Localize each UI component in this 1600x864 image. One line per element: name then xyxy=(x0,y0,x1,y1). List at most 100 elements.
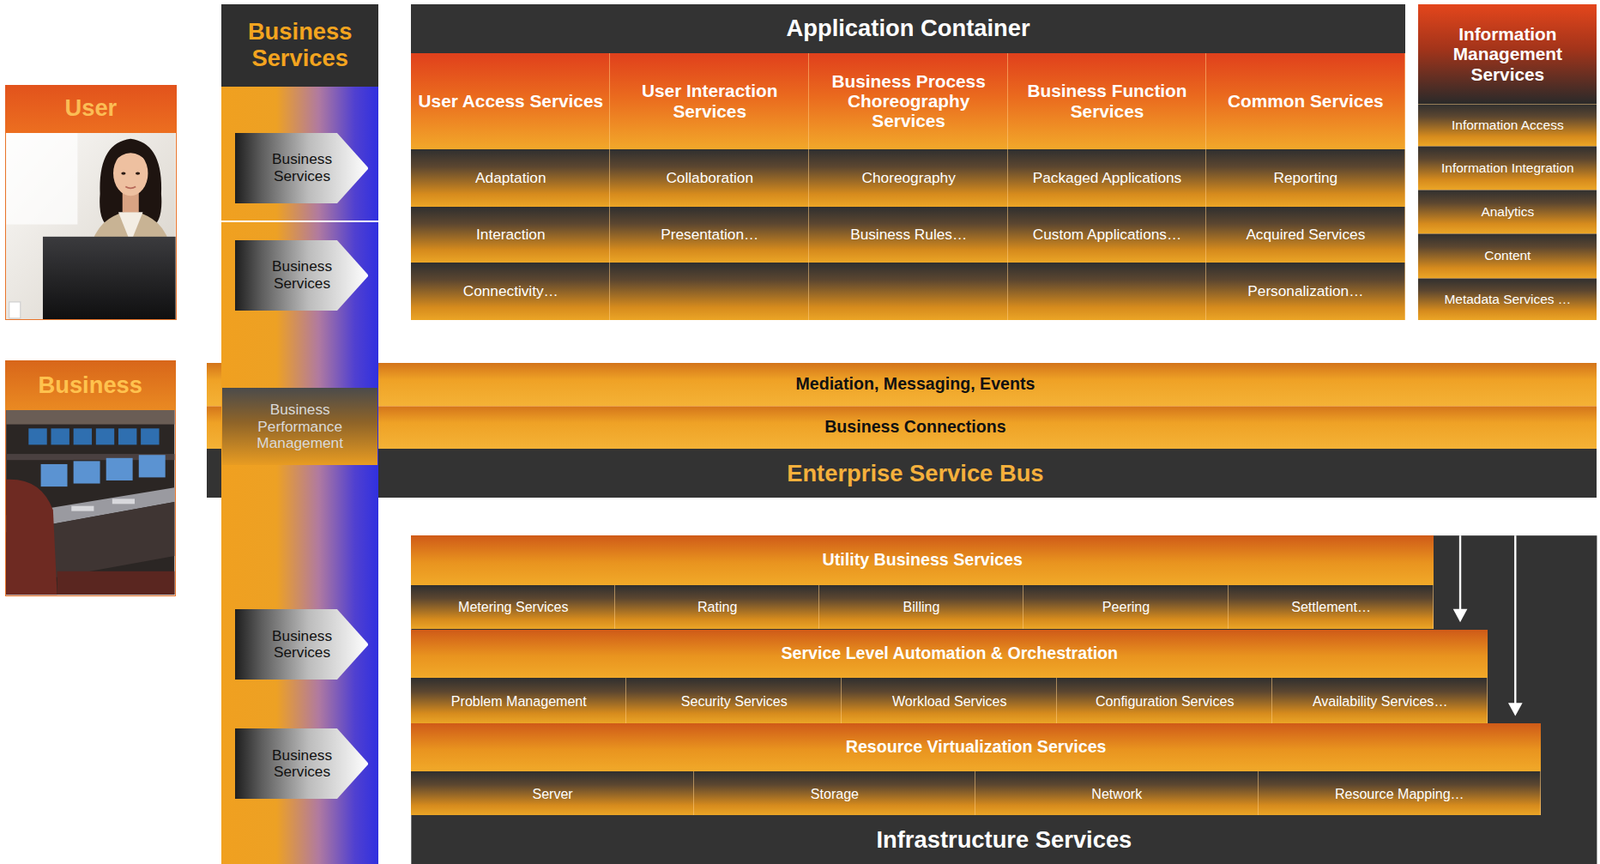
arrow-body xyxy=(235,132,369,204)
arrow-body xyxy=(235,609,369,680)
service-group: User Interaction ServicesCollaborationPr… xyxy=(609,53,810,321)
label-area: Resource Virtualization Services xyxy=(410,723,1541,772)
service-cell: Presentation… xyxy=(609,206,810,262)
label-area: Workload Services xyxy=(841,677,1057,725)
service-cell: Interaction xyxy=(410,206,610,262)
node-label: Adaptation xyxy=(475,169,546,187)
node-label: Connectivity… xyxy=(463,283,559,300)
label-area: Billing xyxy=(819,585,1024,629)
service-cell: Peering xyxy=(1023,585,1229,629)
monitor xyxy=(42,236,176,320)
service-cell: Metering Services xyxy=(410,585,616,629)
service-cell: Collaboration xyxy=(609,149,810,208)
service-cell: Adaptation xyxy=(410,149,610,208)
service-arrow: Business Services xyxy=(235,728,369,799)
label-area: Interaction xyxy=(410,206,610,262)
service-cell: Resource Mapping… xyxy=(1258,771,1541,816)
node-label: Choreography xyxy=(862,169,956,187)
node-label: Business Services xyxy=(255,258,350,292)
service-group: Business Function ServicesPackaged Appli… xyxy=(1008,53,1207,321)
node-label: Workload Services xyxy=(892,693,1007,709)
label-area: Reporting xyxy=(1206,149,1406,208)
label-area: Business Process Choreography Services xyxy=(809,53,1009,150)
empty-cell xyxy=(1008,262,1207,321)
label-area: Security Services xyxy=(626,677,842,725)
service-cell: Information Integration xyxy=(1418,145,1597,190)
node-label: Packaged Applications xyxy=(1032,169,1182,187)
service-arrow: Business Services xyxy=(235,132,369,204)
label-area: Metadata Services … xyxy=(1418,277,1597,321)
label-area: Mediation, Messaging, Events xyxy=(233,362,1597,406)
photo-ground xyxy=(6,132,176,320)
node-label: Resource Mapping… xyxy=(1334,785,1465,802)
label-area: Storage xyxy=(694,771,976,816)
node-label: Information Access xyxy=(1451,117,1564,133)
label-area: Rating xyxy=(615,585,820,629)
label-area: User Access Services xyxy=(410,53,610,150)
label-area: Presentation… xyxy=(609,206,810,262)
service-cell: Personalization… xyxy=(1206,262,1406,321)
service-cell: Availability Services… xyxy=(1272,677,1488,725)
arrow-body xyxy=(235,240,369,311)
service-cell: Security Services xyxy=(626,677,842,725)
service-cell: Connectivity… xyxy=(410,262,610,321)
node-label: Business Services xyxy=(255,150,350,185)
eye xyxy=(120,171,126,175)
service-cell: Choreography xyxy=(809,149,1009,208)
label-area: Business Performance Management xyxy=(222,387,378,465)
service-group: User Access ServicesAdaptationInteractio… xyxy=(410,53,610,321)
service-cell: Server xyxy=(410,771,694,816)
service-cell: Packaged Applications xyxy=(1008,149,1207,208)
label-area: Configuration Services xyxy=(1056,677,1273,725)
label-area: Business Rules… xyxy=(809,206,1009,262)
label-area: Settlement… xyxy=(1228,585,1434,629)
label-area: Business Services xyxy=(221,4,379,87)
node-label: Presentation… xyxy=(660,226,759,243)
label-area: Personalization… xyxy=(1206,262,1406,321)
label-area: Business Services xyxy=(251,728,354,799)
service-cell: Analytics xyxy=(1418,189,1597,234)
label-area: Business Services xyxy=(251,132,354,204)
label-area: Adaptation xyxy=(410,149,610,208)
label-area: Business Connections xyxy=(233,405,1597,449)
actor-panel: Business xyxy=(5,360,176,597)
node-label: Service Level Automation & Orchestration xyxy=(780,644,1118,664)
divider-line xyxy=(221,220,379,223)
user-photo xyxy=(6,132,176,320)
service-cell: Problem Management xyxy=(410,677,627,725)
service-arrow: Business Services xyxy=(235,240,369,311)
node-label: Business Function Services xyxy=(1012,80,1202,121)
service-cell: Billing xyxy=(819,585,1024,629)
bus-layer: Business Connections xyxy=(206,405,1597,449)
service-cell: Reporting xyxy=(1206,149,1406,208)
node-label: Configuration Services xyxy=(1095,693,1234,709)
empty-cell xyxy=(609,262,810,321)
label-area: Analytics xyxy=(1418,189,1597,234)
node-label: Personalization… xyxy=(1247,283,1364,300)
bus-layer: Mediation, Messaging, Events xyxy=(206,362,1597,406)
node-label: Mediation, Messaging, Events xyxy=(795,374,1035,394)
service-cell: Rating xyxy=(615,585,820,629)
photo-ground xyxy=(6,410,175,595)
actor-panel: User xyxy=(5,84,177,321)
operations-room-photo xyxy=(6,410,175,595)
arrow-body xyxy=(235,728,369,799)
container-panel: Application ContainerUser Access Service… xyxy=(410,4,1405,321)
node-label: Information Integration xyxy=(1441,160,1575,176)
label-area: User Interaction Services xyxy=(609,53,810,150)
wall-screens xyxy=(28,428,159,445)
node-label: Billing xyxy=(903,598,941,615)
node-label: Business xyxy=(37,372,143,399)
node-label: Utility Business Services xyxy=(822,550,1023,570)
service-layer: Utility Business ServicesMetering Servic… xyxy=(410,535,1434,628)
node-label: Interaction xyxy=(476,226,545,243)
infrastructure-ground xyxy=(410,535,1597,864)
bus-band: Enterprise Service BusMediation, Messagi… xyxy=(206,362,1597,498)
service-cell: Metadata Services … xyxy=(1418,277,1597,321)
desk-screens xyxy=(41,454,166,487)
management-box: Business Performance Management xyxy=(222,387,378,465)
node-label: Network xyxy=(1091,785,1142,802)
node-label: Business Services xyxy=(255,747,350,781)
node-label: Information Management Services xyxy=(1422,24,1593,85)
service-cell: Custom Applications… xyxy=(1008,206,1207,262)
